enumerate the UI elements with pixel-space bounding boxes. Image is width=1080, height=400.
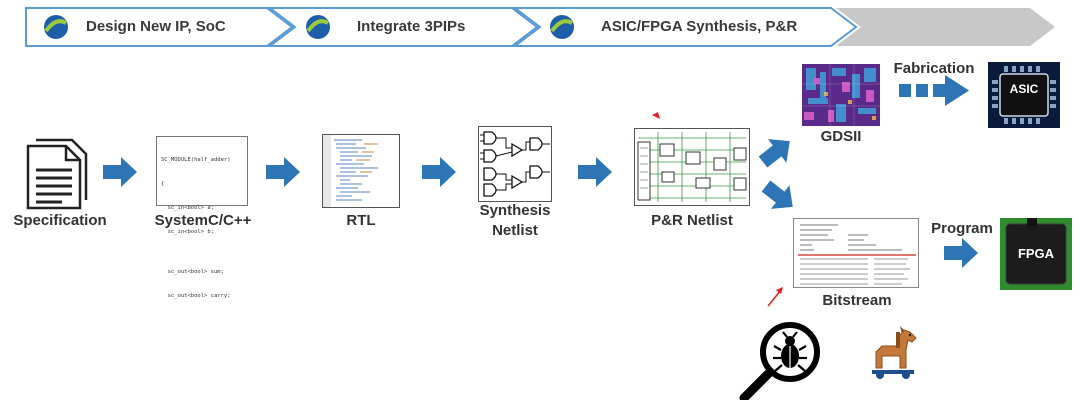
gdsii-layout-image — [802, 64, 880, 126]
stage-label-synthesis-line2: Netlist — [492, 222, 538, 239]
code-line: { — [161, 181, 165, 187]
flow-arrow-program — [944, 238, 978, 268]
flow-arrow-up — [753, 129, 800, 174]
stage-label-bitstream: Bitstream — [822, 292, 892, 309]
rtl-code-image — [322, 134, 400, 208]
code-line: sc_out<bool> carry; — [161, 293, 231, 299]
logo-icon — [306, 15, 330, 39]
flow-arrow-down — [756, 174, 803, 219]
logo-icon — [44, 15, 68, 39]
bitstream-document — [793, 218, 919, 288]
stage-label-pnr: P&R Netlist — [651, 212, 733, 229]
stage-label-rtl: RTL — [346, 212, 376, 229]
asic-chip-label: ASIC — [1009, 82, 1039, 96]
program-label: Program — [931, 220, 993, 237]
stage-label-systemc: SystemC/C++ — [154, 212, 252, 229]
phase-label-integrate: Integrate 3PIPs — [357, 18, 466, 35]
bitstream-text-lines — [798, 224, 916, 285]
flow-arrow — [422, 157, 456, 187]
phase-chevron-gray — [836, 8, 1055, 46]
stage-label-gdsii: GDSII — [820, 128, 862, 145]
red-pointer-arrow — [767, 289, 782, 307]
flow-arrow — [578, 157, 612, 187]
trojan-horse-icon — [872, 326, 917, 379]
document-icon — [26, 138, 88, 210]
code-line: sc_in<bool> b; — [161, 229, 214, 235]
stage-label-specification: Specification — [13, 212, 107, 229]
phase-chevron-integrate — [267, 7, 539, 47]
phase-bar — [25, 7, 1055, 47]
asic-chip-icon — [988, 62, 1060, 128]
fpga-chip-label: FPGA — [1017, 246, 1055, 261]
fabrication-label: Fabrication — [893, 60, 975, 77]
pnr-netlist-layout — [634, 128, 750, 206]
phase-chevron-design — [25, 7, 294, 47]
flow-arrow — [103, 157, 137, 187]
flow-arrow — [266, 157, 300, 187]
code-line: SC_MODULE(half_adder) — [161, 157, 231, 163]
phase-chevron-synthesis — [512, 7, 858, 47]
phase-label-synthesis: ASIC/FPGA Synthesis, P&R — [601, 18, 798, 35]
logo-icon — [550, 15, 574, 39]
code-line: sc_out<bool> sum; — [161, 269, 224, 275]
systemc-code-box: SC_MODULE(half_adder) { sc_in<bool> a; s… — [156, 136, 248, 299]
synthesis-netlist-schematic — [478, 126, 552, 202]
code-line: sc_in<bool> a; — [161, 205, 214, 211]
stage-label-synthesis: Synthesis Netlist — [462, 202, 568, 239]
phase-label-design: Design New IP, SoC — [86, 18, 226, 35]
fpga-chip-icon — [1000, 218, 1072, 290]
bug-magnifier-icon — [739, 322, 820, 400]
stage-label-synthesis-line1: Synthesis — [479, 202, 551, 219]
fabrication-arrow — [899, 75, 969, 106]
